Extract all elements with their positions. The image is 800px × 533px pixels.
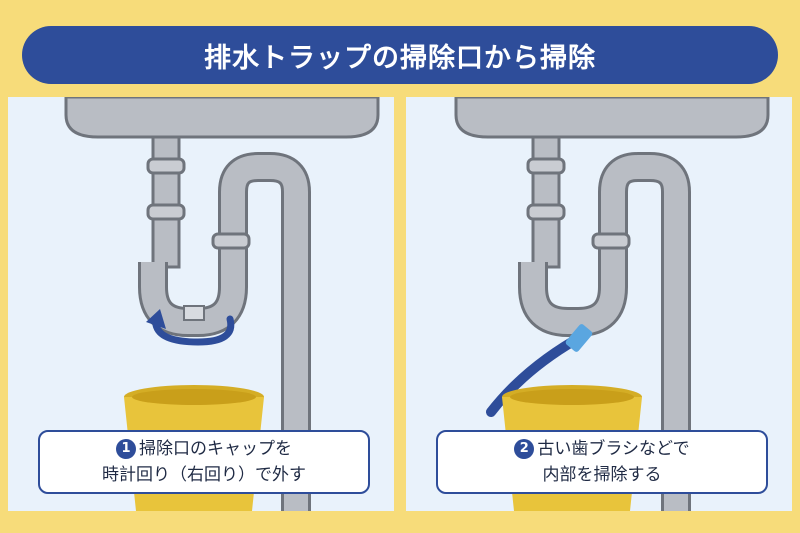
sink-basin [454, 97, 770, 139]
step-2-line-1: 古い歯ブラシなどで [537, 439, 690, 459]
step-number-badge: 1 [116, 439, 136, 459]
step-2-caption: 2 古い歯ブラシなどで 内部を掃除する [436, 430, 768, 494]
tail-pipe [151, 135, 181, 269]
step-2-line-2: 内部を掃除する [542, 465, 662, 485]
step-1-caption: 1 掃除口のキャップを 時計回り（右回り）で外す [38, 430, 370, 494]
step-2-panel: 2 古い歯ブラシなどで 内部を掃除する [406, 97, 792, 511]
pipe-nut [526, 203, 566, 221]
toothbrush-head [565, 324, 593, 352]
sink-basin [64, 97, 380, 139]
tail-pipe [531, 135, 561, 269]
pipe-nut [211, 232, 251, 250]
step-number-badge: 2 [514, 439, 535, 459]
pipe-nut [526, 157, 566, 175]
step-1-line-2: 時計回り（右回り）で外す [102, 465, 306, 485]
step-2-illustration [454, 97, 770, 511]
page-title: 排水トラップの掃除口から掃除 [22, 26, 778, 84]
rotation-arrow [152, 315, 235, 346]
step-1-line-1: 掃除口のキャップを [139, 439, 292, 459]
pipe-nut [146, 203, 186, 221]
pipe-nut [591, 232, 631, 250]
arrow-head [146, 309, 166, 329]
pipe-nut [146, 157, 186, 175]
cleanout-cap [183, 305, 205, 321]
step-1-panel: 1 掃除口のキャップを 時計回り（右回り）で外す [8, 97, 394, 511]
